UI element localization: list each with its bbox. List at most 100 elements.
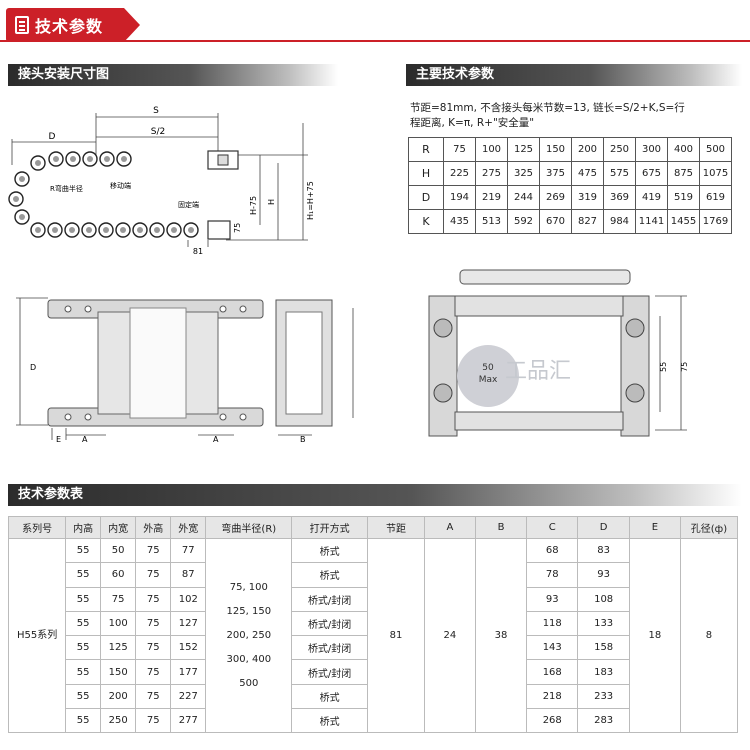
bend-radius-line: 500 [239, 677, 259, 689]
label-bend-radius: R弯曲半径 [50, 184, 83, 193]
label-55: 55 [659, 362, 668, 372]
inner-height-cell: 55 [65, 635, 102, 661]
param-label: R [408, 137, 444, 162]
inner-width-cell: 60 [100, 562, 137, 588]
chain-link-bend-pin [19, 176, 25, 182]
cross-section-drawing: 50 Max 工品汇 55 75 [428, 269, 689, 437]
outer-width-cell: 227 [170, 683, 207, 710]
param-cell: 400 [667, 137, 700, 162]
left-sidewall [428, 295, 458, 437]
label-max: Max [479, 375, 498, 385]
spec-header-cell: 外宽 [170, 516, 207, 539]
bracket-front-drawing: E A A B D [16, 297, 354, 444]
param-label: D [408, 185, 444, 210]
outer-height-cell: 75 [135, 562, 172, 588]
spec-header-cell: 弯曲半径(R) [205, 516, 293, 539]
section-install-drawing: 接头安装尺寸图 [8, 64, 338, 86]
param-cell: 475 [571, 161, 604, 186]
param-cell: 419 [635, 185, 668, 210]
inner-height-cell: 55 [65, 537, 102, 564]
label-81: 81 [193, 247, 203, 255]
outer-width-cell: 87 [170, 562, 207, 588]
param-cell: 670 [539, 209, 572, 234]
param-cell: 1075 [699, 161, 732, 186]
inner-width-cell: 200 [100, 683, 137, 710]
spec-header-cell: E [628, 516, 681, 539]
chain-link-bottom-pin [188, 227, 194, 233]
c-cell: 118 [526, 610, 579, 637]
d-cell: 283 [577, 708, 630, 734]
bend-radius-line: 300, 400 [226, 653, 272, 665]
outer-height-cell: 75 [135, 537, 172, 564]
fixed-end-bracket [207, 220, 231, 240]
chain-side-drawing: S S/2 D R弯曲半径 移动端 固定端 81 75 H H-75 H₁=H+… [8, 106, 315, 255]
inner-height-cell: 55 [65, 610, 102, 637]
param-cell: 875 [667, 161, 700, 186]
param-cell: 675 [635, 161, 668, 186]
param-cell: 1141 [635, 209, 668, 234]
inner-width-cell: 250 [100, 708, 137, 734]
param-cell: 225 [443, 161, 476, 186]
open-type-cell: 桥式 [291, 562, 369, 588]
open-type-cell: 桥式 [291, 683, 369, 710]
chain-link-top-pin [87, 156, 93, 162]
chain-link-bottom-pin [171, 227, 177, 233]
max-cable-circle [457, 345, 519, 407]
chain-link-top-pin [70, 156, 76, 162]
param-cell: 619 [699, 185, 732, 210]
open-type-cell: 桥式/封闭 [291, 610, 369, 637]
bend-radius-line: 125, 150 [226, 605, 272, 617]
outer-width-cell: 152 [170, 635, 207, 661]
param-cell: 275 [475, 161, 508, 186]
label-s: S [153, 106, 159, 116]
c-cell: 78 [526, 562, 579, 588]
param-cell: 125 [507, 137, 540, 162]
chain-link-bottom-pin [137, 227, 143, 233]
d-cell: 108 [577, 586, 630, 612]
label-d: D [49, 132, 56, 142]
open-type-cell: 桥式/封闭 [291, 635, 369, 661]
chain-link-top-pin [121, 156, 127, 162]
moving-end-hole [217, 154, 229, 166]
c-cell: 68 [526, 537, 579, 564]
outer-width-cell: 277 [170, 708, 207, 734]
bolt-hole [64, 305, 72, 313]
cover-strip [459, 269, 631, 285]
label-75: 75 [233, 223, 242, 233]
param-cell: 500 [699, 137, 732, 162]
bend-radius-line: 200, 250 [226, 629, 272, 641]
chain-link-bottom-pin [154, 227, 160, 233]
spec-header-cell: A [423, 516, 476, 539]
spec-header-cell: B [474, 516, 528, 539]
outer-height-cell: 75 [135, 659, 172, 685]
main-params-note: 节距=81mm, 不含接头每米节数=13, 链长=S/2+K,S=行 程距离, … [410, 101, 730, 131]
outer-height-cell: 75 [135, 586, 172, 612]
label-moving-end: 移动端 [110, 181, 131, 190]
param-cell: 244 [507, 185, 540, 210]
bottom-crossbar [454, 411, 624, 431]
label-75-section: 75 [680, 362, 689, 372]
chain-link-bottom-pin [35, 227, 41, 233]
param-cell: 325 [507, 161, 540, 186]
chain-link-bend-pin [13, 196, 19, 202]
title-divider [0, 40, 750, 42]
hole-top-right [625, 318, 645, 338]
pitch-cell: 81 [367, 537, 425, 734]
bolt-hole [219, 305, 227, 313]
label-s2: S/2 [151, 127, 165, 137]
outer-height-cell: 75 [135, 683, 172, 710]
spec-header-cell: 内宽 [100, 516, 137, 539]
e-cell: 18 [628, 537, 681, 734]
spec-header-cell: C [526, 516, 579, 539]
inner-height-cell: 55 [65, 659, 102, 685]
chain-link-bend-pin [35, 160, 41, 166]
